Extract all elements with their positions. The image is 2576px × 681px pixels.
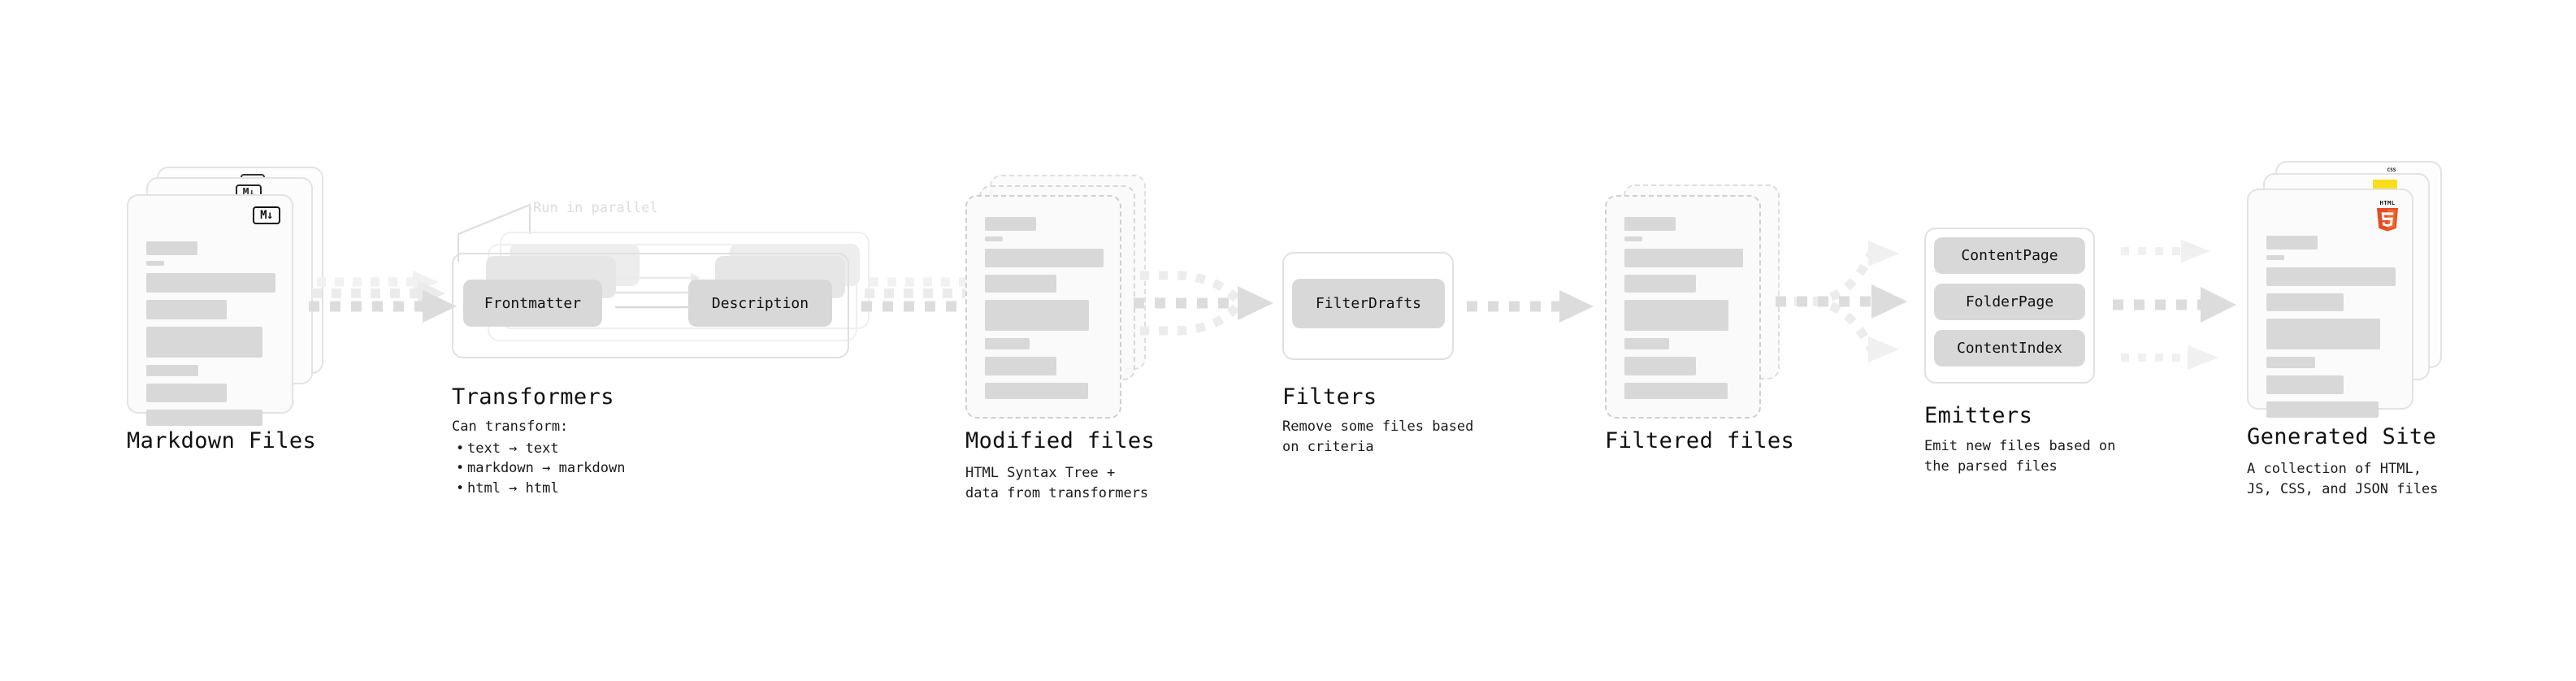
modified-file-content [985, 217, 1104, 406]
content-bar [985, 275, 1056, 293]
transformers-bullet: html → html [456, 479, 625, 499]
content-bar [1624, 300, 1729, 331]
content-bar [2266, 255, 2284, 260]
content-bar [985, 338, 1030, 349]
connector-markdown-to-transformers [309, 271, 457, 323]
content-bar [2266, 267, 2396, 286]
content-bar [2266, 375, 2344, 394]
content-bar [985, 300, 1090, 331]
stage-desc-modified-files: HTML Syntax Tree + data from transformer… [965, 465, 1149, 501]
connector-emitters-to-generated-site [2113, 240, 2236, 370]
stage-title-filtered-files: Filtered files [1605, 428, 1795, 453]
connector-filters-to-filtered-files [1467, 290, 1594, 323]
html5-icon: HTML [2377, 199, 2398, 232]
pill-label: Frontmatter [484, 294, 582, 312]
transformers-bullet: markdown → markdown [456, 458, 626, 479]
filtered-file-content [1624, 217, 1743, 406]
content-bar [1624, 249, 1743, 267]
pill-label: Description [711, 294, 809, 312]
filters-pill-filterdrafts[interactable]: FilterDrafts [1292, 279, 1445, 328]
connector-modified-files-to-filters [1134, 271, 1273, 336]
content-bar [1624, 383, 1728, 399]
content-bar [1624, 236, 1642, 241]
content-bar [1624, 275, 1696, 293]
content-bar [2266, 401, 2379, 418]
generated-site-content [2266, 236, 2396, 425]
transformers-desc-lead: Can transform: [452, 419, 569, 435]
content-bar [146, 241, 197, 255]
content-bar [2266, 236, 2318, 249]
content-bar [985, 249, 1104, 267]
filtered-file-card-front [1605, 195, 1761, 419]
content-bar [146, 261, 164, 266]
generated-site-card-html: HTML [2247, 189, 2413, 418]
content-bar [1624, 357, 1696, 375]
pill-label: ContentIndex [1956, 340, 2063, 357]
content-bar [985, 357, 1056, 375]
content-bar [985, 383, 1089, 399]
stage-title-transformers: Transformers [452, 384, 614, 410]
stage-title-generated-site: Generated Site [2247, 424, 2437, 449]
markdown-file-content [146, 241, 275, 433]
content-bar [2266, 357, 2316, 368]
svg-text:HTML: HTML [2380, 199, 2396, 206]
markdown-icon-glyph: M↓ [260, 209, 273, 222]
content-bar [146, 384, 227, 402]
content-bar [985, 236, 1003, 241]
content-bar [146, 327, 263, 358]
stage-title-filters: Filters [1282, 384, 1377, 410]
transformer-group-front [452, 253, 849, 358]
pill-label: FilterDrafts [1315, 295, 1422, 312]
emitters-pill-folderpage[interactable]: FolderPage [1934, 284, 2085, 320]
transformer-pill-frontmatter[interactable]: Frontmatter [463, 280, 602, 327]
run-in-parallel-bracket [457, 203, 531, 262]
pill-label: ContentPage [1961, 247, 2058, 264]
emitters-pill-contentpage[interactable]: ContentPage [1934, 237, 2085, 274]
stage-title-modified-files: Modified files [965, 428, 1156, 453]
transformers-bullet: text → text [456, 439, 625, 459]
stage-desc-filters: Remove some files based on criteria [1282, 419, 1474, 455]
markdown-file-card-front: M↓ [127, 194, 293, 426]
content-bar [146, 273, 275, 293]
modified-file-card-front [965, 195, 1121, 419]
pill-label: FolderPage [1965, 293, 2054, 310]
stage-desc-generated-site: A collection of HTML, JS, CSS, and JSON … [2247, 461, 2439, 497]
content-bar [985, 217, 1036, 231]
content-bar [1624, 338, 1670, 349]
stage-desc-emitters: Emit new files based on the parsed files [1924, 438, 2116, 475]
content-bar [2266, 319, 2380, 349]
run-in-parallel-label: Run in parallel [533, 200, 658, 216]
content-bar [146, 365, 198, 376]
transformer-pill-description[interactable]: Description [688, 280, 832, 327]
transformers-bullet-list: text → text markdown → markdown html → h… [452, 439, 626, 499]
emitters-pill-contentindex[interactable]: ContentIndex [1934, 330, 2085, 367]
content-bar [1624, 217, 1676, 231]
connector-filtered-files-to-emitters [1776, 241, 1907, 362]
stage-title-markdown-files: Markdown Files [127, 428, 317, 453]
content-bar [146, 410, 263, 426]
stage-title-emitters: Emitters [1924, 403, 2033, 428]
content-bar [2266, 293, 2344, 311]
content-bar [146, 300, 227, 319]
markdown-icon: M↓ [253, 206, 280, 224]
stage-desc-transformers: Can transform: text → text markdown → ma… [452, 417, 625, 499]
